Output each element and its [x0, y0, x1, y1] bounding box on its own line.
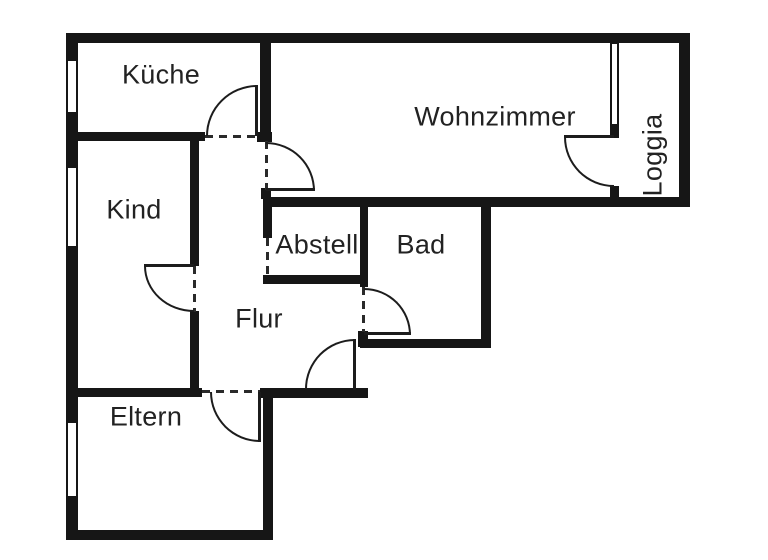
- room-label-flur: Flur: [235, 303, 283, 334]
- wall-kueche-bottom-block: [257, 132, 272, 142]
- wall-wohnzimmer-door-block: [261, 188, 271, 199]
- wall-bad-right: [481, 197, 491, 348]
- wall-flur-bottom: [260, 388, 368, 398]
- room-label-kueche: Küche: [121, 59, 201, 90]
- opening-kind-door: [193, 266, 196, 312]
- wall-abstell-bad-separator: [360, 197, 368, 287]
- opening-eltern-door: [202, 390, 260, 393]
- wall-exterior-top: [66, 33, 690, 43]
- window-eltern: [66, 421, 78, 498]
- door-arc-loggia: [564, 137, 614, 187]
- opening-bad-door: [362, 287, 365, 332]
- opening-kueche-door: [205, 135, 257, 138]
- wall-exterior-bottom-eltern: [66, 530, 273, 540]
- door-arc-entry: [305, 339, 355, 389]
- wall-eltern-right: [263, 388, 273, 530]
- wall-kueche-bottom: [66, 132, 205, 141]
- window-loggia: [610, 42, 619, 126]
- room-label-wohnzimmer: Wohnzimmer: [414, 101, 576, 132]
- wall-abstell-bottom: [263, 275, 368, 284]
- door-arc-bad: [364, 288, 411, 335]
- door-arc-wohnzimmer: [266, 142, 315, 191]
- room-label-loggia: Loggia: [637, 113, 668, 197]
- window-kueche: [66, 59, 78, 114]
- wall-exterior-right-loggia: [679, 33, 690, 207]
- wall-mid-horizontal: [266, 197, 690, 207]
- room-label-abstell: Abstell: [275, 229, 359, 260]
- wall-loggia-separator-upper-block: [610, 125, 619, 138]
- wall-exterior-left: [66, 33, 78, 540]
- room-label-kind: Kind: [106, 194, 162, 225]
- door-arc-eltern: [210, 392, 260, 442]
- wall-kind-right-upper: [190, 141, 199, 266]
- door-arc-kind: [144, 266, 194, 312]
- wall-kind-right-lower: [190, 311, 199, 397]
- wall-kind-eltern: [66, 388, 202, 397]
- door-arc-kueche: [206, 85, 257, 136]
- wall-kueche-right: [260, 43, 271, 133]
- wall-abstell-left: [263, 197, 272, 238]
- room-label-eltern: Eltern: [109, 401, 183, 432]
- door-leaf-loggia: [564, 135, 614, 138]
- room-label-bad: Bad: [396, 229, 446, 260]
- window-kind: [66, 166, 78, 248]
- wall-bad-bottom: [360, 339, 491, 348]
- opening-abstell-passage: [266, 238, 269, 276]
- wall-loggia-separator-lower-block: [610, 186, 619, 207]
